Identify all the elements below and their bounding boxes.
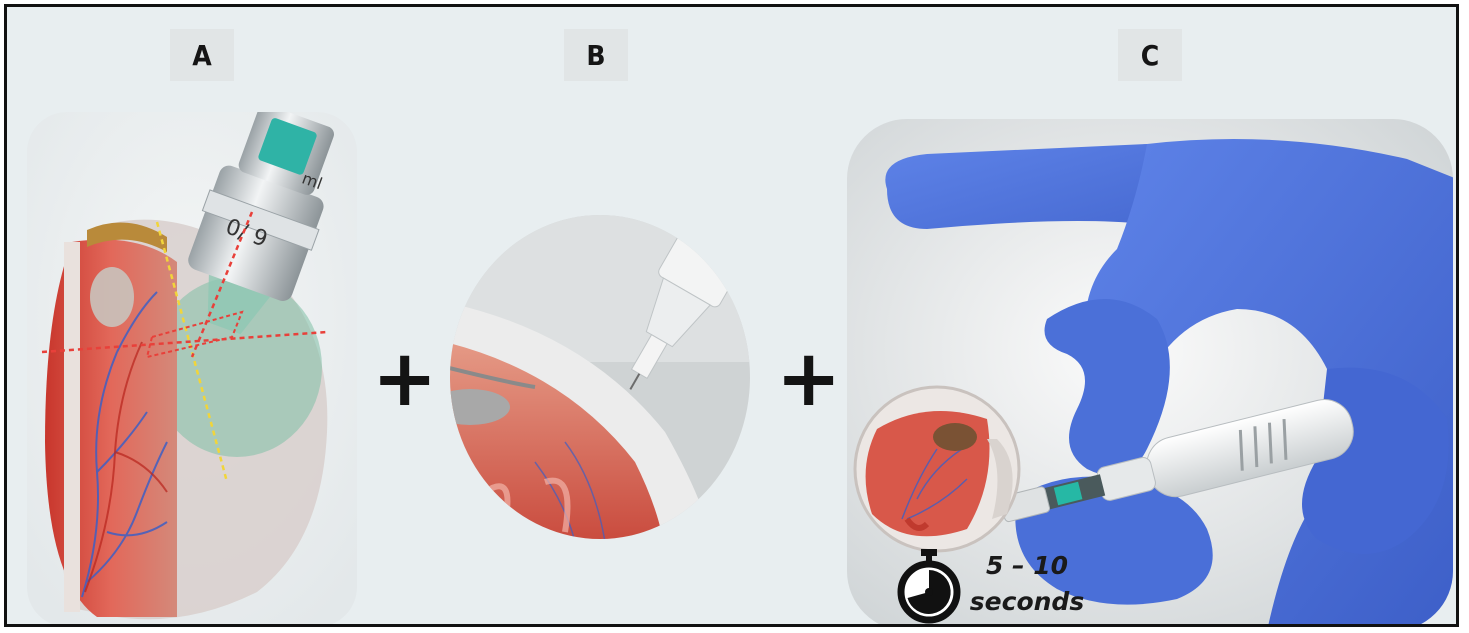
panel-label-a: A (170, 29, 234, 81)
plus-operator-1: + (372, 340, 437, 418)
panel-label-b: B (564, 29, 628, 81)
needle-closeup-illustration: ooo (445, 212, 755, 542)
eye-cross-section-illustration: 0/ 9 ml (27, 112, 357, 627)
plus-operator-2: + (776, 340, 841, 418)
timer-unit: seconds (967, 587, 1087, 617)
panel-label-c: C (1118, 29, 1182, 81)
figure-frame: A B C (4, 4, 1459, 627)
timer-duration: 5 – 10 (967, 551, 1087, 581)
stopwatch-icon (894, 547, 964, 627)
